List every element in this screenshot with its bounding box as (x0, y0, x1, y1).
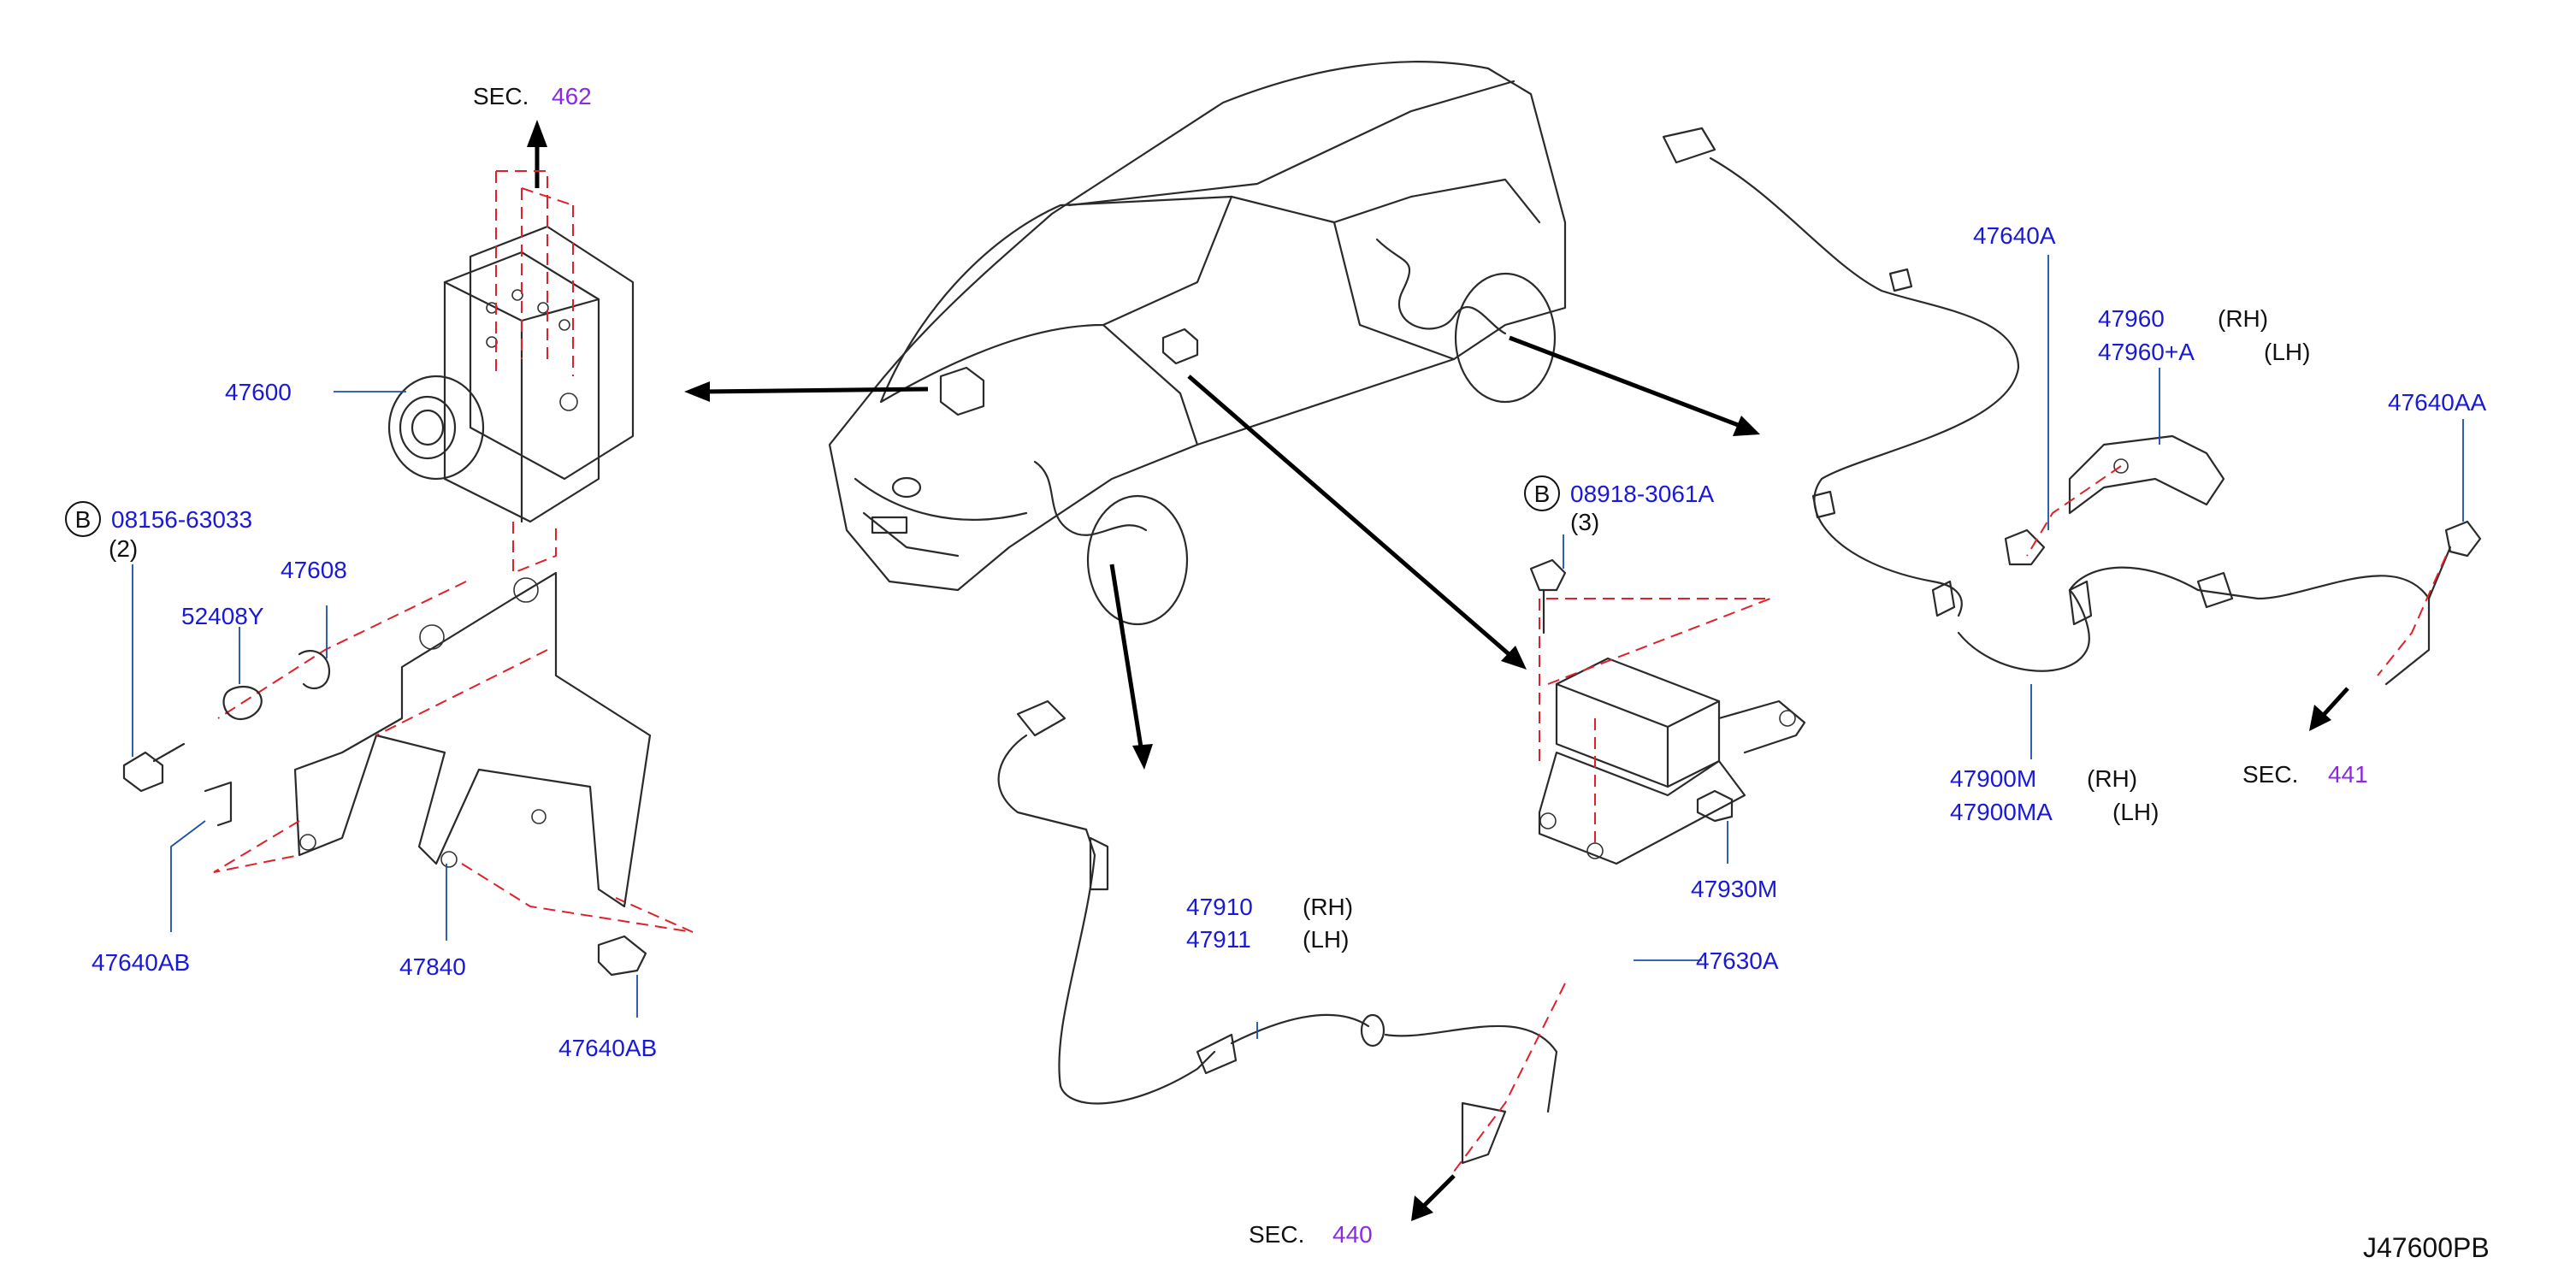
part-number: 08918-3061A (1570, 481, 1714, 507)
section-ref-441: SEC. 441 (2242, 761, 2368, 788)
part-label-47900m: 47900M (RH) (1950, 765, 2137, 792)
part-label-47600: 47600 (225, 379, 292, 405)
part-label-47630a: 47630A (1696, 947, 1779, 974)
part-number: 47960 (2098, 305, 2165, 332)
guide-lines-rear (2026, 465, 2447, 676)
side: (RH) (2087, 765, 2137, 792)
part-label-47608: 47608 (281, 557, 347, 583)
section-prefix: SEC. (473, 83, 529, 109)
side: (RH) (1303, 894, 1353, 920)
side: (RH) (2218, 305, 2268, 332)
part-number: 47900M (1950, 765, 2036, 792)
bracket-47840 (293, 571, 652, 908)
part-label-47930m: 47930M (1691, 876, 1777, 902)
guide-lines-sensor (1539, 598, 1771, 847)
callout-b1: B 08156-63033 (2) (65, 501, 252, 562)
part-number: 08156-63033 (111, 506, 252, 533)
callout-b2: B 08918-3061A (3) (1524, 475, 1714, 535)
section-number: 462 (552, 83, 592, 109)
vehicle-illustration (828, 61, 1567, 626)
side: (LH) (2264, 339, 2310, 365)
part-label-47911: 47911 (LH) (1186, 926, 1349, 953)
quantity: (3) (1570, 509, 1599, 535)
part-label-47960: 47960 (RH) (2098, 305, 2268, 332)
side: (LH) (1303, 926, 1349, 953)
part-label-47640aa: 47640AA (2388, 389, 2487, 416)
part-label-52408y: 52408Y (181, 603, 264, 629)
front-wheel-sensor-47910 (997, 699, 1558, 1165)
bracket-47960 (2004, 434, 2482, 600)
part-label-47840: 47840 (399, 953, 466, 980)
guide-lines-actuator (495, 170, 574, 575)
sensor-47930m (1538, 657, 1806, 865)
leader-lines (132, 255, 2464, 1039)
part-number: 47900MA (1950, 799, 2053, 825)
section-number: 441 (2328, 761, 2368, 788)
part-number: 47910 (1186, 894, 1253, 920)
section-number: 440 (1332, 1221, 1373, 1248)
guide-lines-bracket (213, 581, 694, 933)
part-number: 47960+A (2098, 339, 2195, 365)
b-badge: B (1534, 481, 1551, 507)
part-label-47910: 47910 (RH) (1186, 894, 1353, 920)
b-badge: B (75, 506, 92, 533)
section-prefix: SEC. (2242, 761, 2298, 788)
fasteners-left (122, 558, 1567, 977)
side: (LH) (2112, 799, 2159, 825)
part-label-47900ma: 47900MA (LH) (1950, 799, 2159, 825)
part-number: 47911 (1186, 926, 1251, 953)
part-label-47640ab: 47640AB (558, 1035, 657, 1061)
location-arrows (527, 120, 2349, 1221)
part-label-47960a: 47960+A (LH) (2098, 339, 2310, 365)
section-ref-462: SEC. 462 (473, 83, 592, 109)
part-label-47640a: 47640A (1973, 222, 2056, 249)
section-ref-440: SEC. 440 (1249, 1221, 1373, 1248)
rear-wheel-sensor-47900m (1662, 127, 2431, 686)
diagram-id: J47600PB (2363, 1232, 2490, 1263)
quantity: (2) (109, 535, 138, 562)
section-prefix: SEC. (1249, 1221, 1304, 1248)
part-label-47640ab: 47640AB (92, 949, 190, 976)
abs-actuator-47600 (387, 225, 635, 523)
guide-lines-front (1453, 983, 1566, 1172)
